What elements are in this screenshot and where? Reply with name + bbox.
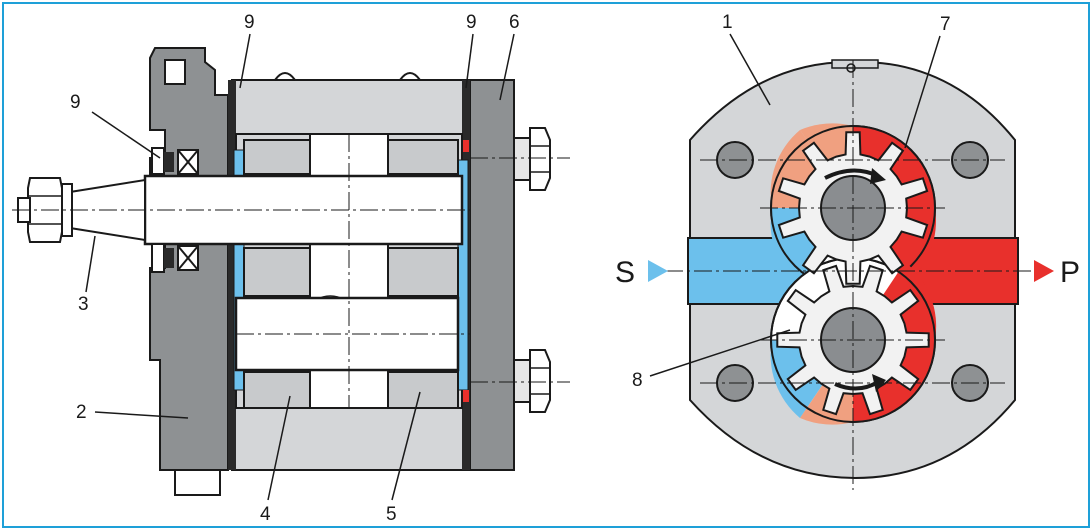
pressure-arrow	[1034, 260, 1054, 282]
rotation-arrow-top-head	[870, 168, 886, 184]
label-9-shaft: 9	[70, 92, 81, 113]
body-top-bolt	[274, 72, 421, 81]
flange-foot	[174, 469, 221, 496]
label-suction-s: S	[615, 256, 635, 289]
pressure-mark-top	[463, 140, 469, 152]
end-cover	[469, 79, 515, 471]
bushing-front-top	[243, 139, 311, 175]
bushing-front-mid	[243, 247, 311, 297]
label-2: 2	[76, 402, 87, 423]
label-7: 7	[940, 14, 951, 35]
end-bolt-top	[513, 127, 551, 191]
label-pressure-p: P	[1060, 256, 1080, 289]
front-center-lines	[665, 60, 1035, 490]
end-bolt-bottom	[513, 349, 551, 413]
label-3: 3	[78, 294, 89, 315]
label-1: 1	[722, 12, 733, 33]
label-9-left: 9	[244, 12, 255, 33]
center-lines	[12, 134, 570, 408]
pressure-mark-bottom	[463, 390, 469, 402]
flange-slot	[164, 59, 186, 85]
suction-arrow	[648, 260, 668, 282]
sectional-view	[12, 47, 570, 496]
label-5: 5	[386, 504, 397, 525]
leader-lines	[85, 33, 941, 501]
front-view	[648, 59, 1054, 490]
label-8: 8	[632, 370, 643, 391]
seal-front	[228, 80, 236, 470]
label-4: 4	[260, 504, 271, 525]
bushing-back-bottom	[387, 371, 459, 409]
bushing-back-mid	[387, 247, 459, 297]
bushing-back-top	[387, 139, 459, 175]
label-6: 6	[509, 12, 520, 33]
label-9-right: 9	[466, 12, 477, 33]
bushing-front-bottom	[243, 371, 311, 409]
